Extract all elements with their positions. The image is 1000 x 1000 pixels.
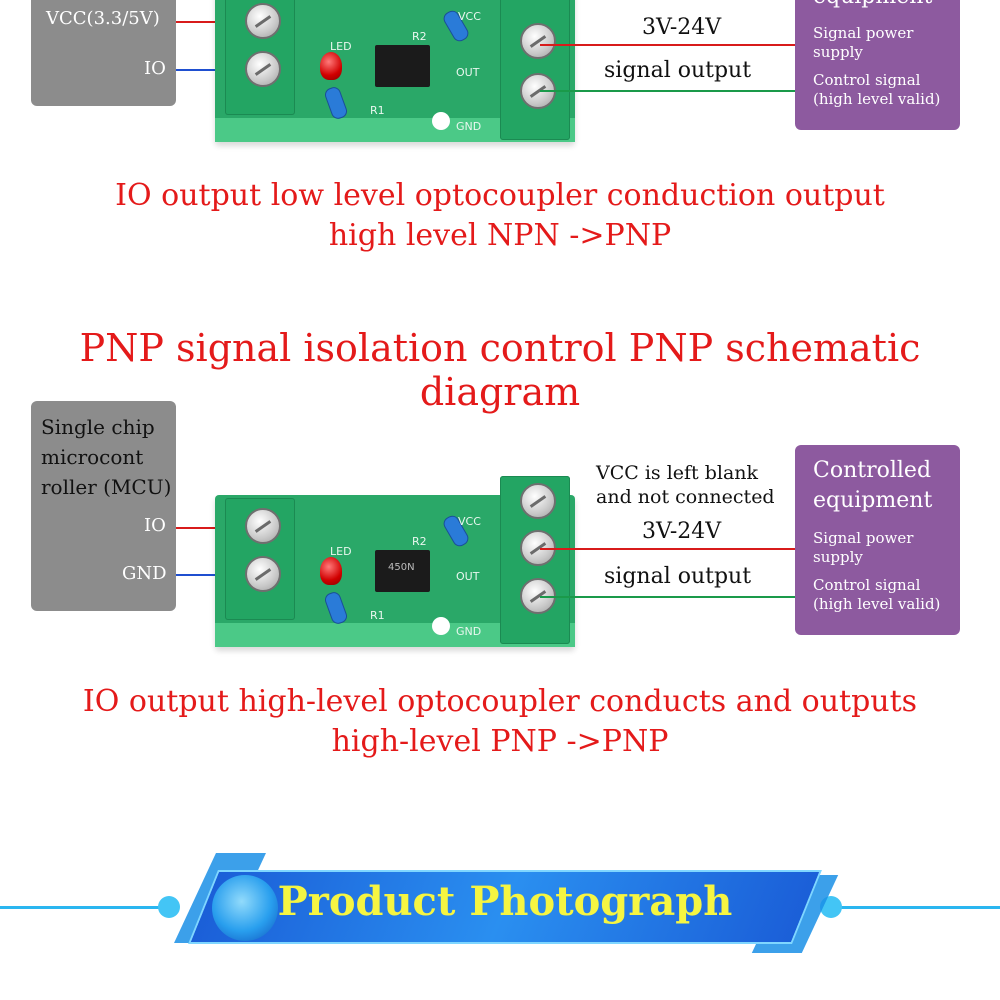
caption-bottom-line2: high-level PNP ->PNP [331,724,669,759]
screw-icon [245,556,281,592]
signal-power-label-top: Signal power supply [813,24,914,61]
mounting-hole [432,112,450,130]
wire-power-bottom [540,548,798,550]
pcb-chip-label: 450N [388,562,415,573]
pcb-vcc-label: VCC [458,10,481,23]
pcb-r2-label: R2 [412,30,427,43]
pcb-gnd-label: GND [456,120,482,133]
caption-top-line1: IO output low level optocoupler conducti… [115,178,885,213]
output-terminal-top [500,0,570,140]
mcu-io-label-bottom: IO [144,515,166,536]
banner-title: Product Photograph [277,878,733,925]
pcb-out-label: OUT [456,66,480,79]
pcb-led-label: LED [330,40,352,53]
signal-power-label-bottom: Signal power supply [813,529,914,566]
signal-output-label-top: signal output [604,58,752,83]
voltage-label-top: 3V-24V [642,15,722,40]
screw-icon [245,51,281,87]
voltage-label-bottom: 3V-24V [642,519,722,544]
mcu-title-bottom: Single chip microcont roller (MCU) [41,415,172,499]
wire-signal-top [540,90,798,92]
pcb-vcc-label: VCC [458,515,481,528]
mcu-vcc-label: VCC(3.3/5V) [46,8,160,29]
pcb-r1-label: R1 [370,609,385,622]
led-icon [320,52,342,80]
optocoupler-chip [375,550,430,592]
signal-output-label-bottom: signal output [604,564,752,589]
caption-top-line2: high level NPN ->PNP [328,218,672,253]
section-title: PNP signal isolation control PNP schemat… [79,326,921,414]
banner-line-right [840,906,1000,909]
mounting-hole [432,617,450,635]
pcb-out-label: OUT [456,570,480,583]
vcc-note-label: VCC is left blank and not connected [596,462,775,508]
screw-icon [520,23,556,59]
pcb-gnd-label: GND [456,625,482,638]
mcu-gnd-label-bottom: GND [122,563,167,584]
pcb-led-label: LED [330,545,352,558]
equipment-box-bottom [795,445,960,635]
pcb-r1-label: R1 [370,104,385,117]
mcu-box-bottom [31,401,176,611]
globe-icon [212,875,278,941]
control-signal-label-top: Control signal (high level valid) [813,71,941,108]
pcb-r2-label: R2 [412,535,427,548]
wire-power-top [540,44,798,46]
equipment-title-top: equipment [813,0,932,9]
screw-icon [245,508,281,544]
wire-signal-bottom [540,596,798,598]
control-signal-label-bottom: Control signal (high level valid) [813,576,941,613]
equipment-title-bottom: Controlled equipment [813,458,933,513]
banner-line-left [0,906,165,909]
screw-icon [245,3,281,39]
led-icon [320,557,342,585]
mcu-box-top [31,0,176,106]
mcu-io-label: IO [144,58,166,79]
caption-bottom-line1: IO output high-level optocoupler conduct… [82,684,918,719]
screw-icon [520,483,556,519]
banner-dot-left [158,896,180,918]
equipment-box-top [795,0,960,130]
optocoupler-chip [375,45,430,87]
